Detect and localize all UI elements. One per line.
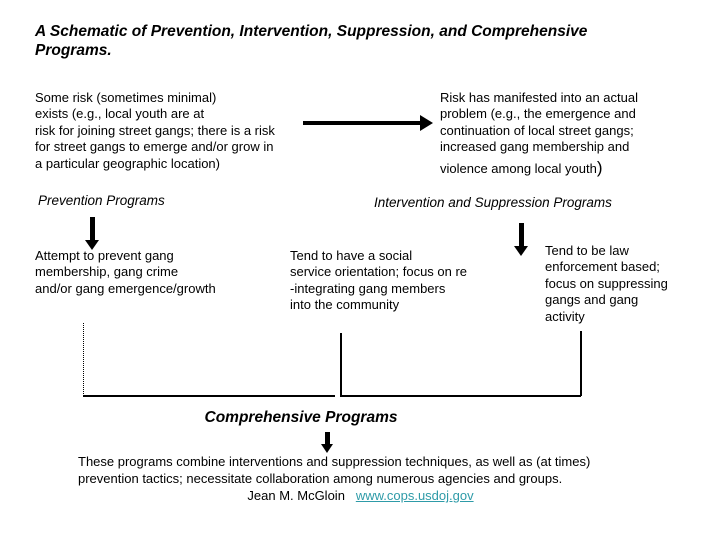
arrow-stem [518,223,524,246]
arrow-stem [303,121,422,125]
credit-spacer [349,488,353,503]
arrow-head [85,240,99,250]
credit-line: Jean M. McGloin www.cops.usdoj.gov [78,488,643,503]
arrow-head [514,246,528,256]
bracket-right-vertical-line [580,331,582,396]
cops-usdoj-link[interactable]: www.cops.usdoj.gov [355,488,474,503]
risk-right-text: Risk has manifested into an actual probl… [440,90,680,177]
bracket-left-dotted-line [83,323,84,396]
intervention-description: Tend to have a social service orientatio… [290,248,468,313]
suppression-description: Tend to be law enforcement based; focus … [545,243,668,324]
arrow-right-icon [303,115,433,132]
page-title: A Schematic of Prevention, Intervention,… [35,23,588,59]
comprehensive-description: These programs combine interventions and… [78,454,591,486]
arrow-stem [89,217,95,240]
arrow-down-icon [85,217,99,250]
arrow-head [321,444,333,453]
risk-left-text: Some risk (sometimes minimal) exists (e.… [35,90,275,171]
bracket-right-horizontal-line [340,395,581,397]
arrow-down-icon [321,432,334,453]
risk-right-main: Risk has manifested into an actual probl… [440,90,638,155]
risk-right-last-line: violence among local youth) [440,157,680,177]
arrow-stem [325,432,330,444]
prevention-programs-label: Prevention Programs [38,193,165,208]
intervention-suppression-label: Intervention and Suppression Programs [374,195,612,210]
bracket-left-horizontal-line [83,395,335,397]
risk-right-last-text: violence among local youth [440,160,597,176]
closing-paren: ) [596,157,603,177]
comprehensive-programs-label: Comprehensive Programs [204,409,398,426]
author-name: Jean M. McGloin [247,488,345,503]
arrow-head [420,115,433,131]
arrow-down-icon [514,223,528,256]
bracket-middle-vertical-line [340,333,342,396]
prevention-description: Attempt to prevent gang membership, gang… [35,248,216,296]
